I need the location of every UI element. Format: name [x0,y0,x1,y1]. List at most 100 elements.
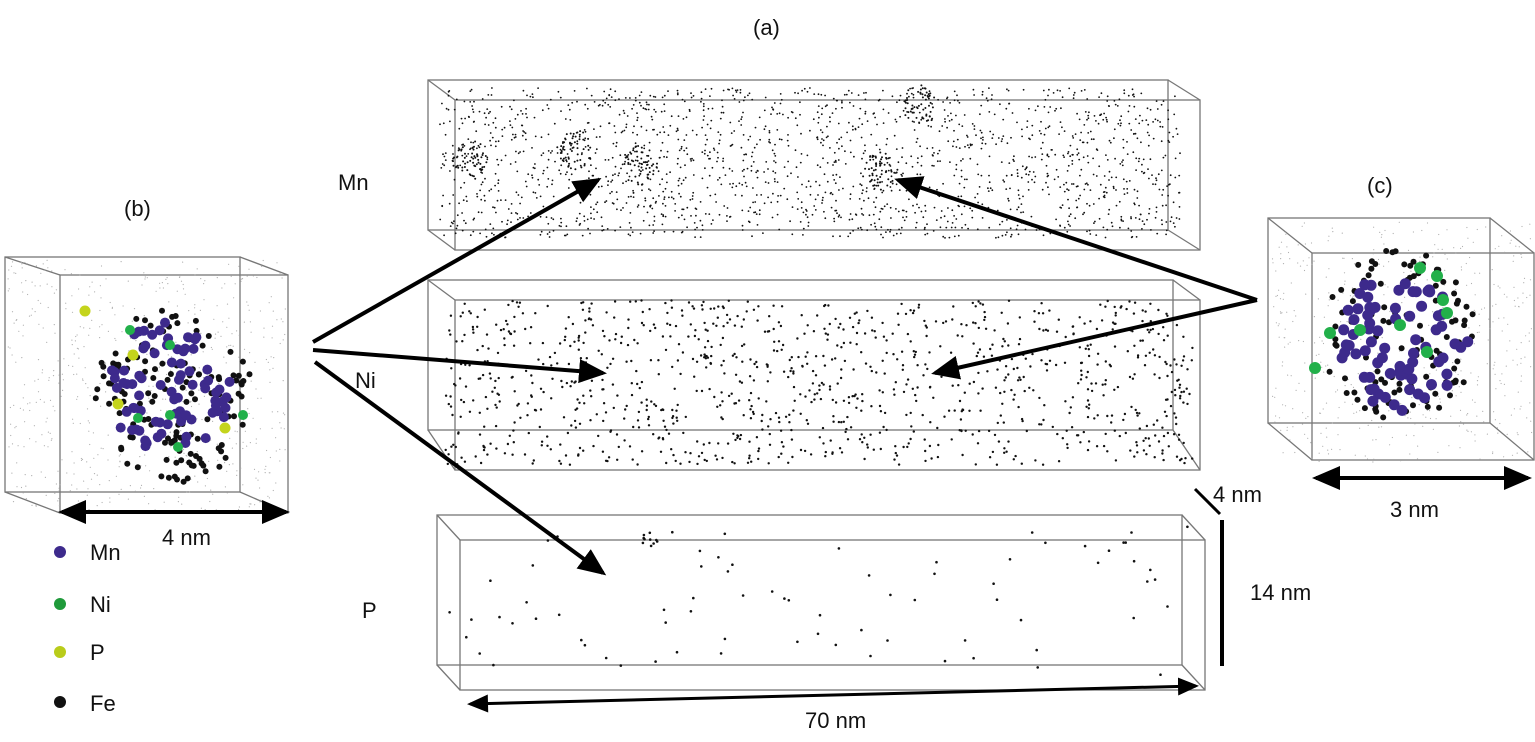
ni-atom-dot [627,318,630,321]
matrix-atom-dot [1529,294,1531,296]
ni-atom-dot [636,342,639,345]
mn-atom-dot [917,157,919,160]
matrix-atom-dot [76,488,78,490]
mn-atom-dot [570,173,573,176]
mn-atom-dot [583,163,586,165]
matrix-atom-dot [1432,256,1434,258]
mn-atom-dot [471,108,474,111]
mn-atom-dot [670,115,673,118]
matrix-atom-dot [1297,262,1299,264]
mn-atom-dot [778,112,781,115]
matrix-atom-dot [271,427,273,429]
ni-atom-dot [673,387,676,390]
fe-atom-dot [112,350,119,357]
ni-atom-dot [1138,412,1141,415]
mn-atom-dot [645,108,648,111]
mn-atom-dot [988,155,991,158]
mn-atom-dot [672,230,675,233]
mn-atom-dot [663,196,666,199]
ni-atom-dot [608,339,611,342]
ni-atom-dot [638,386,641,390]
ni-atom-dot [1123,412,1127,416]
mn-atom-dot [944,118,946,120]
matrix-atom-dot [1500,382,1502,385]
matrix-atom-dot [57,360,59,362]
mn-atom-dot [613,125,616,127]
mn-atom-dot [744,181,747,184]
mn-atom-dot [790,172,792,175]
ni-atom-dot [1180,390,1183,394]
mn-atom-dot [683,149,686,152]
matrix-atom-dot [118,493,120,495]
mn-atom-dot [871,154,874,157]
mn-atom-dot [480,156,483,159]
mn-atom-dot [699,236,702,239]
mn-atom-dot [1092,138,1095,141]
ni-atom-dot [652,323,656,326]
matrix-atom-dot [1328,299,1330,301]
mn-atom-dot [668,196,670,199]
ni-atom-dot [1002,421,1005,424]
fe-atom-dot [186,459,193,466]
mn-atom-dot [811,213,814,216]
mn-atom-dot [669,171,671,174]
matrix-atom-dot [1518,246,1520,248]
ni-atom-dot [567,362,571,366]
mn-atom-dot [864,110,867,113]
ni-atom-dot [929,421,932,424]
mn-atom-dot [630,179,633,182]
matrix-atom-dot [1281,365,1283,367]
matrix-atom-dot [1364,455,1366,457]
matrix-atom-dot [1351,258,1353,260]
mn-atom-dot [652,169,655,172]
ni-atom-dot [971,433,974,436]
matrix-atom-dot [275,437,277,439]
mn-atom-dot [621,163,624,166]
ni-atom-dot [750,460,753,463]
mn-atom-dot [638,101,641,104]
mn-atom-dot [1071,153,1074,156]
mn-atom-dot [516,170,519,173]
ni-atom-dot [820,381,824,385]
mn-atom-dot [927,93,930,96]
matrix-atom-dot [1383,294,1385,296]
mn-atom-dot [817,121,820,124]
mn-atom-dot [1147,123,1150,126]
matrix-atom-dot [100,297,102,299]
ni-atom-dot [523,453,527,456]
fe-atom-dot [127,434,134,440]
mn-atom-dot [1047,94,1049,97]
fe-atom-dot [1342,375,1348,382]
matrix-atom-dot [58,487,60,489]
ni-atom-dot [790,356,793,359]
mn-atom-dot [1379,342,1391,354]
mn-atom-dot [947,207,949,209]
mn-atom-dot [1407,286,1419,298]
p-atom-dot [583,643,587,647]
mn-atom-dot [1120,215,1123,218]
ni-atom-dot [1061,437,1065,440]
matrix-atom-dot [1360,338,1362,340]
ni-atom-dot [1086,415,1090,419]
mn-atom-dot [600,216,603,219]
ni-atom-dot [937,443,940,447]
mn-atom-dot [1077,197,1080,200]
ni-atom-dot [496,351,500,355]
ni-atom-dot [983,318,986,322]
mn-atom-dot [1006,88,1008,91]
mn-atom-dot [496,199,499,202]
matrix-atom-dot [23,446,25,448]
mn-atom-dot [455,227,458,230]
ni-atom-dot [696,440,699,443]
ni-atom-dot [499,328,503,332]
matrix-atom-dot [19,407,21,409]
matrix-atom-dot [1367,424,1369,426]
matrix-atom-dot [99,337,101,339]
matrix-atom-dot [221,287,223,289]
matrix-atom-dot [1310,442,1312,444]
mn-atom-dot [551,179,554,182]
mn-atom-dot [547,107,550,110]
mn-atom-dot [1009,187,1011,190]
matrix-atom-dot [1513,408,1515,410]
matrix-atom-dot [1526,417,1528,419]
